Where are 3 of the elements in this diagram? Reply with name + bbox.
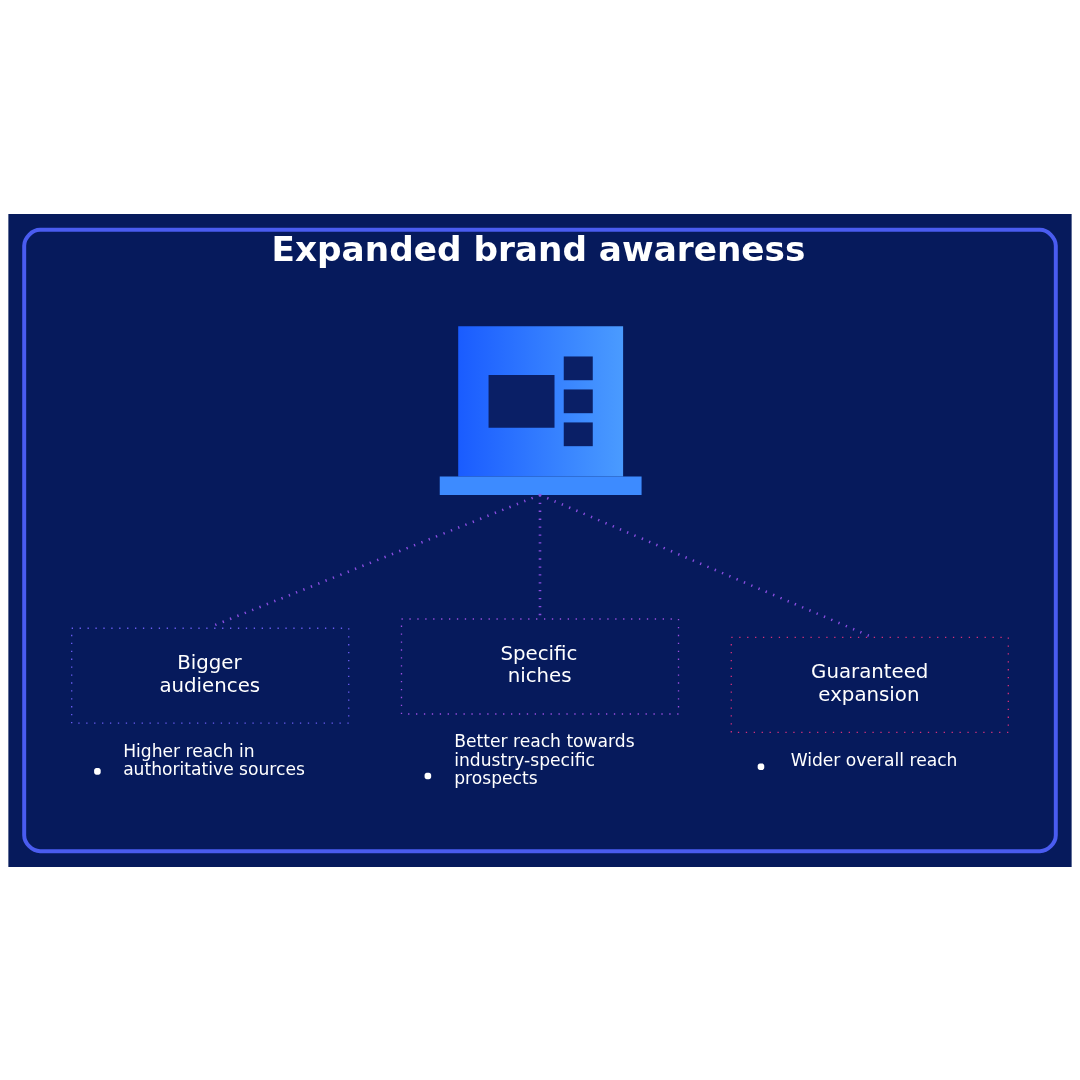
connector	[539, 493, 871, 637]
node-label: Better reach towards industry-specific prospects	[454, 730, 635, 788]
node-label: Wider overall reach	[790, 749, 958, 770]
